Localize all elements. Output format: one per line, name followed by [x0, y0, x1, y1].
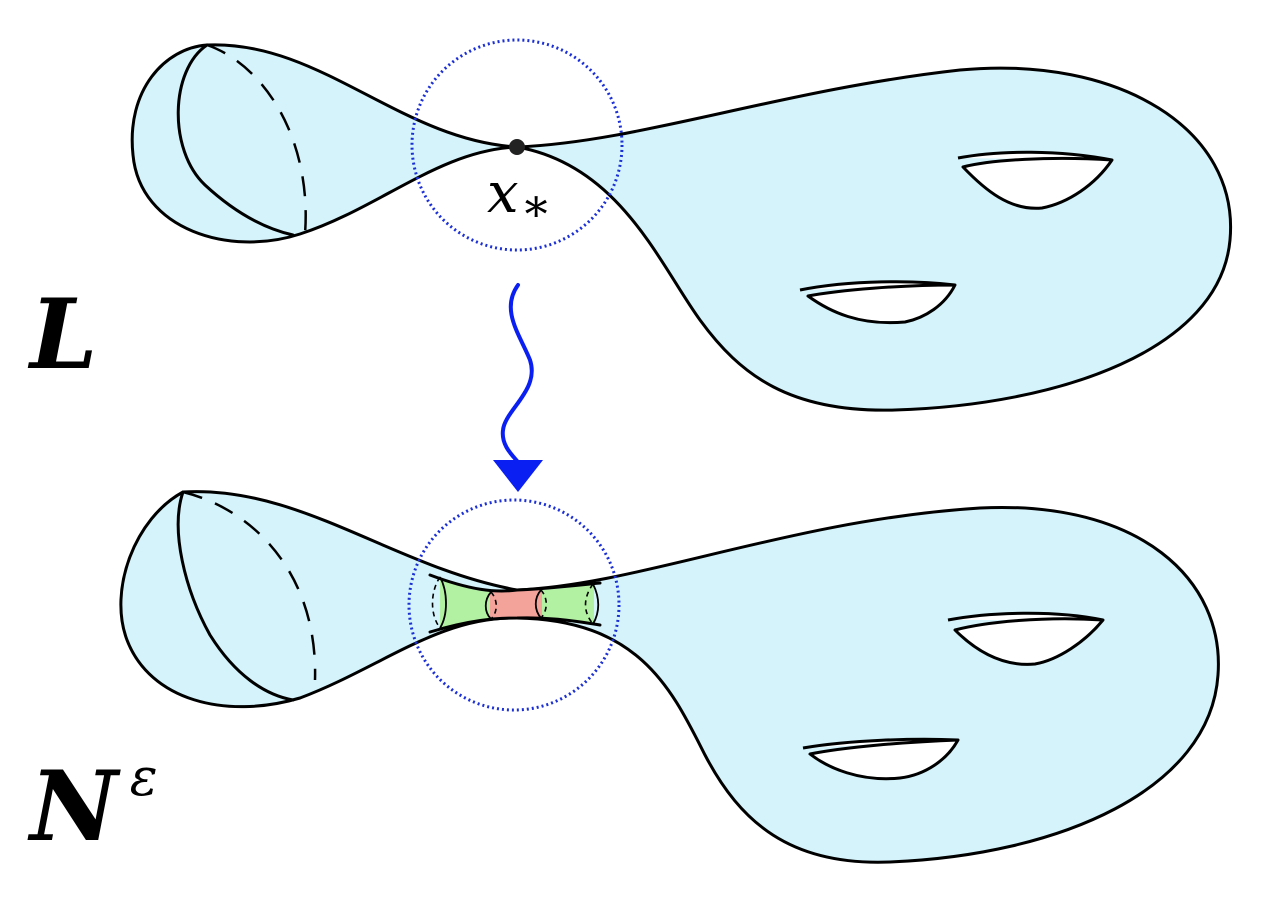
point-label: x*: [487, 161, 548, 241]
neck-section-4-back: [584, 583, 594, 625]
label-n-base: N: [27, 750, 121, 863]
neck-green-left: [440, 578, 492, 628]
neck-section-4-front: [592, 583, 600, 625]
neck-top-edge: [428, 573, 602, 593]
deformation-arrow: [493, 283, 543, 492]
squiggle-arrow-shaft: [500, 283, 534, 464]
surface-l-hole-2: [799, 280, 957, 325]
surface-l-cut-front: [176, 43, 295, 237]
neck-section-1-front: [439, 576, 447, 629]
surface-n-cut-front: [176, 490, 295, 702]
neighborhood-circle-top: [410, 38, 624, 252]
label-n-superscript: ε: [130, 748, 158, 808]
point-label-subscript: *: [525, 187, 548, 241]
point-label-base: x: [487, 161, 519, 226]
neck-section-3-back: [540, 589, 548, 619]
surface-n-cut-back: [182, 490, 317, 681]
label-l: L: [27, 278, 98, 391]
neighborhood-circle-bottom: [407, 498, 621, 712]
neck-section-2-front: [484, 591, 492, 620]
surface-n-hole-2: [802, 737, 960, 781]
surface-n-hole-1: [947, 611, 1105, 666]
neck-green-right: [540, 584, 594, 623]
neck-section-1-back: [431, 576, 441, 629]
arrow-head-icon: [493, 460, 543, 492]
point-x-star: [509, 139, 525, 155]
neck-section-2-back: [490, 591, 498, 620]
neck-bottom-edge: [428, 616, 602, 634]
surface-n-body: [119, 490, 1220, 864]
surface-l-hole-1: [957, 150, 1114, 210]
surface-l: [130, 43, 1233, 412]
surface-n-epsilon: [119, 490, 1220, 864]
neck-section-3-front: [534, 589, 542, 619]
surface-l-body: [130, 43, 1233, 412]
neck-red-center: [490, 590, 542, 619]
